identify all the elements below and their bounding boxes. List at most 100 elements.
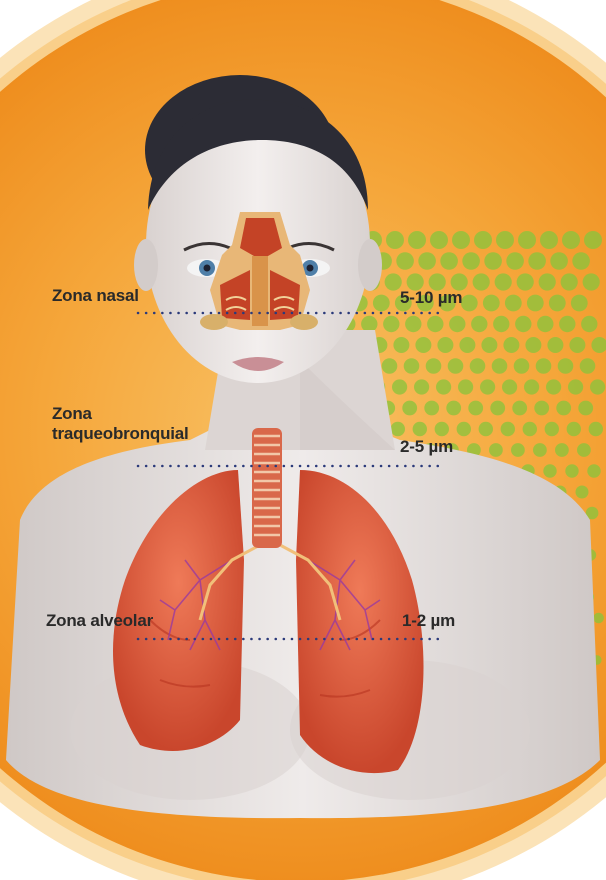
particle-dot [373,295,390,312]
particle-dot [511,443,525,457]
particle-dot [540,231,558,249]
particle-dot [528,252,546,270]
particle-dot [501,422,515,436]
zone-traqueobronquial-label: Zona traqueobronquial [52,404,189,444]
particle-dot [495,273,512,290]
particle-dot [449,316,465,332]
particle-dot [549,295,566,312]
particle-dot [391,422,405,436]
particle-dot [424,401,439,416]
particle-dot [524,379,539,394]
particle-dot [479,422,493,436]
particle-dot [523,422,537,436]
particle-dot [386,231,404,249]
particle-dot [503,337,519,353]
particle-dot [418,252,436,270]
particle-dot [470,358,486,374]
particle-dot [581,316,597,332]
particle-dot [546,379,561,394]
particle-dot [558,358,574,374]
particle-dot [404,358,420,374]
particle-dot [568,379,583,394]
particle-dot [571,295,588,312]
particle-dot [435,422,449,436]
particle-dot [502,379,517,394]
particle-dot [489,443,503,457]
particle-dot [593,613,604,624]
particle-dot [583,273,600,290]
particle-size-nasal: 5-10 µm [400,288,462,308]
particle-dot [483,295,500,312]
particle-size-alveolar: 1-2 µm [402,611,455,631]
zone-nasal-label: Zona nasal [52,286,139,306]
particle-dot [427,316,443,332]
particle-dot [496,231,514,249]
particle-dot [533,443,547,457]
particle-dot [383,316,399,332]
particle-dot [457,422,471,436]
particle-dot [539,273,556,290]
particle-dot [471,316,487,332]
particle-dot [578,401,593,416]
particle-dot [452,231,470,249]
particle-dot [589,422,603,436]
particle-dot [393,337,409,353]
particle-dot [565,464,578,477]
particle-dot [569,337,585,353]
particle-dot [468,401,483,416]
particle-size-traqueobronquial: 2-5 µm [400,437,453,457]
particle-dot [577,443,591,457]
particle-dot [481,337,497,353]
particle-dot [430,231,448,249]
particle-dot [534,401,549,416]
particle-dot [392,379,407,394]
particle-dot [505,295,522,312]
zone-nasal-label-line: Zona nasal [52,286,139,306]
particle-dot [402,401,417,416]
particle-dot [382,358,398,374]
particle-dot [493,316,509,332]
particle-dot [480,379,495,394]
particle-dot [408,231,426,249]
particle-dot [525,337,541,353]
particle-dot [547,337,563,353]
particle-dot [537,316,553,332]
particle-dot [405,316,421,332]
particle-dot [517,273,534,290]
particle-dot [462,252,480,270]
particle-dot [446,401,461,416]
trachea [252,428,282,548]
zone-alveolar-label-line: Zona alveolar [46,611,153,631]
particle-dot [584,231,602,249]
particle-dot [518,231,536,249]
particle-dot [461,295,478,312]
particle-dot [484,252,502,270]
particle-dot [440,252,458,270]
particle-dot [562,231,580,249]
particle-dot [448,358,464,374]
particle-dot [413,422,427,436]
particle-dot [492,358,508,374]
particle-dot [587,464,600,477]
particle-dot [437,337,453,353]
particle-dot [527,295,544,312]
particle-dot [506,252,524,270]
particle-dot [414,379,429,394]
particle-dot [545,422,559,436]
particle-dot [576,486,589,499]
particle-dot [590,379,605,394]
particle-dot [512,401,527,416]
particle-dot [426,358,442,374]
particle-dot [561,273,578,290]
particle-dot [459,337,475,353]
particle-dot [572,252,590,270]
particle-dot [536,358,552,374]
particle-dot [559,316,575,332]
particle-dot [556,401,571,416]
zone-traqueobronquial-label-line-2: traqueobronquial [52,424,189,444]
zone-alveolar-label: Zona alveolar [46,611,153,631]
particle-dot [555,443,569,457]
particle-dot [490,401,505,416]
particle-dot [543,464,556,477]
particle-dot [436,379,451,394]
